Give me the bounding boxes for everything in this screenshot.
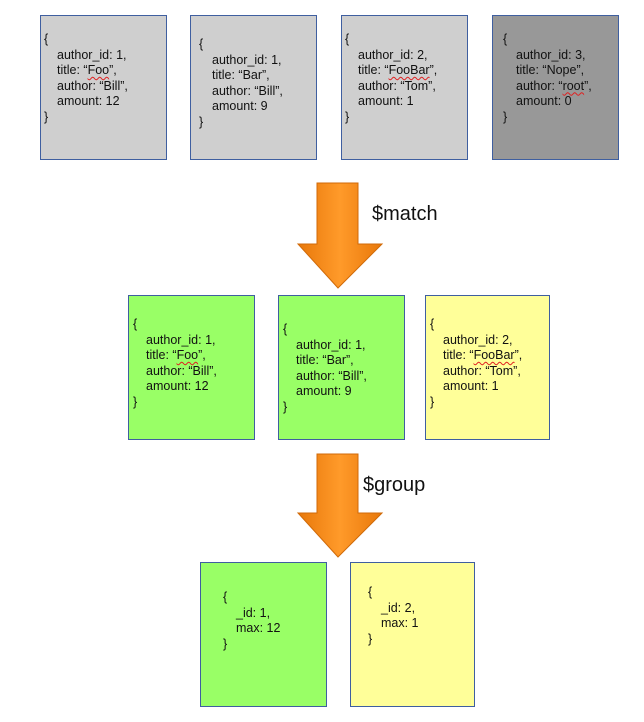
author-id-field: author_id: 1, [296, 337, 366, 352]
source-doc-3: { author_id: 2, title: “FooBar”, author:… [341, 15, 468, 160]
matched-doc-1: { author_id: 1, title: “Foo”, author: “B… [128, 295, 255, 440]
title-field: title: “Bar”, [296, 353, 354, 367]
open-brace: { [430, 317, 435, 331]
title-value: Nope [546, 63, 577, 77]
open-brace: { [223, 590, 228, 604]
title-field: title: “Nope”, [516, 63, 585, 77]
id-field: _id: 2, [381, 600, 416, 615]
author-field: author: “Bill”, [212, 83, 283, 98]
author-id-field: author_id: 1, [57, 47, 127, 62]
title-value: FooBar [388, 63, 430, 77]
title-value: Foo [87, 63, 110, 77]
amount-field: amount: 9 [296, 384, 352, 398]
id-field: _id: 1, [236, 605, 271, 620]
close-brace: } [430, 394, 435, 409]
group-result-2: { _id: 2, max: 1 } [350, 562, 475, 707]
match-arrow-icon [296, 182, 384, 289]
open-brace: { [283, 322, 288, 336]
author-id-field: author_id: 1, [146, 332, 216, 347]
source-doc-2: { author_id: 1, title: “Bar”, author: “B… [190, 15, 317, 160]
matched-doc-2: { author_id: 1, title: “Bar”, author: “B… [278, 295, 405, 440]
author-id-field: author_id: 2, [358, 47, 428, 62]
group-arrow-icon [296, 453, 384, 558]
source-doc-4-filtered: { author_id: 3, title: “Nope”, author: “… [492, 15, 619, 160]
amount-field: amount: 9 [212, 99, 268, 113]
author-field: author: “Bill”, [57, 78, 128, 93]
author-field: author: “Tom”, [358, 78, 436, 93]
author-id-field: author_id: 1, [212, 52, 282, 67]
max-field: max: 12 [236, 621, 281, 635]
open-brace: { [368, 585, 373, 599]
close-brace: } [368, 631, 373, 646]
group-result-1: { _id: 1, max: 12 } [200, 562, 327, 707]
match-stage-label: $match [372, 203, 438, 225]
amount-field: amount: 12 [57, 94, 120, 108]
close-brace: } [503, 109, 508, 124]
author-id-field: author_id: 3, [516, 47, 586, 62]
matched-doc-3: { author_id: 2, title: “FooBar”, author:… [425, 295, 550, 440]
source-doc-1: { author_id: 1, title: “Foo”, author: “B… [40, 15, 167, 160]
close-brace: } [199, 114, 204, 129]
title-field: title: “Bar”, [212, 68, 270, 82]
title-value: FooBar [473, 348, 515, 362]
max-field: max: 1 [381, 616, 419, 630]
close-brace: } [283, 399, 288, 414]
open-brace: { [345, 32, 350, 46]
open-brace: { [133, 317, 138, 331]
title-field: title: “FooBar”, [443, 348, 523, 362]
amount-field: amount: 1 [358, 94, 414, 108]
title-value: Bar [242, 68, 263, 82]
author-field: author: “root”, [516, 78, 592, 93]
author-field: author: “Bill”, [146, 363, 217, 378]
author-field: author: “Tom”, [443, 363, 521, 378]
amount-field: amount: 1 [443, 379, 499, 393]
open-brace: { [44, 32, 49, 46]
author-id-field: author_id: 2, [443, 332, 513, 347]
title-field: title: “Foo”, [57, 63, 117, 77]
close-brace: } [133, 394, 138, 409]
author-field: author: “Bill”, [296, 368, 367, 383]
open-brace: { [503, 32, 508, 46]
amount-field: amount: 12 [146, 379, 209, 393]
amount-field: amount: 0 [516, 94, 572, 108]
author-value: root [562, 78, 585, 93]
group-stage-label: $group [363, 474, 426, 496]
title-field: title: “FooBar”, [358, 63, 438, 77]
title-field: title: “Foo”, [146, 348, 206, 362]
close-brace: } [345, 109, 350, 124]
close-brace: } [44, 109, 49, 124]
close-brace: } [223, 636, 228, 651]
title-value: Foo [176, 348, 199, 362]
open-brace: { [199, 37, 204, 51]
title-value: Bar [326, 353, 347, 367]
